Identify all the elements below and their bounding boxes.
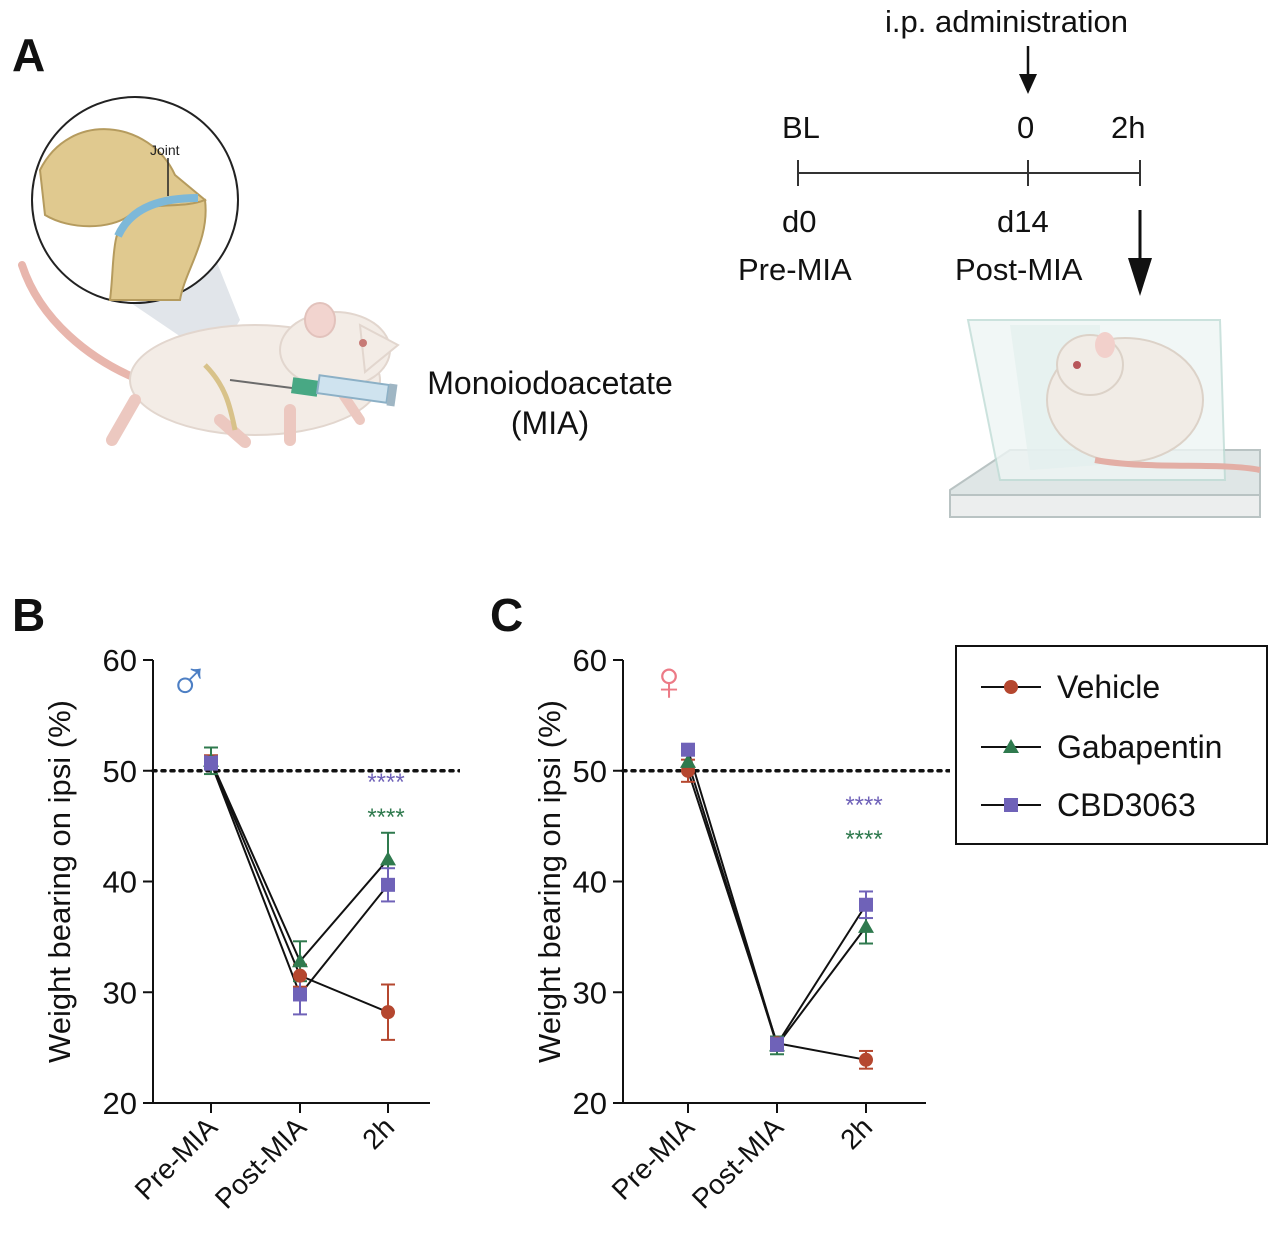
data-point-cbd3063 [293, 987, 307, 1002]
timeline-phase-pre: Pre-MIA [738, 252, 852, 287]
legend-item-cbd3063: CBD3063 [957, 785, 1266, 825]
y-tick-label-b: 60 [103, 643, 137, 678]
legend: Vehicle Gabapentin CBD3063 [955, 645, 1268, 845]
y-tick-label-c: 60 [573, 643, 607, 678]
data-point-gabapentin [292, 953, 308, 968]
legend-label-cbd3063: CBD3063 [1057, 787, 1196, 823]
legend-label-gabapentin: Gabapentin [1057, 729, 1223, 765]
significance-mark-cbd3063: **** [845, 792, 882, 819]
x-tick-label-c: 2h [834, 1111, 878, 1155]
y-tick-label-b: 20 [103, 1086, 137, 1121]
data-point-cbd3063 [681, 742, 695, 757]
panel-label-a: A [12, 29, 46, 81]
injection-label: Monoiodoacetate (MIA) [400, 363, 700, 443]
data-point-cbd3063 [770, 1037, 784, 1052]
series-line-cbd3063 [687, 749, 867, 1047]
injection-label-line2: (MIA) [510, 405, 590, 441]
data-point-cbd3063 [204, 755, 218, 770]
legend-marker-gabapentin [981, 739, 1041, 753]
y-tick-label-b: 30 [103, 975, 137, 1010]
timeline-day-d14: d14 [997, 204, 1049, 239]
x-tick-label-c: Post-MIA [686, 1111, 790, 1215]
significance-mark-cbd3063: **** [367, 769, 404, 796]
panel-label-b: B [12, 589, 46, 641]
y-tick-label-c: 20 [573, 1086, 607, 1121]
x-tick-label-b: 2h [356, 1111, 400, 1155]
timeline-label-0: 0 [1017, 110, 1035, 145]
series-line-gabapentin [210, 760, 389, 964]
data-point-vehicle [293, 968, 307, 983]
y-axis-label-b: Weight bearing on ipsi (%) [42, 700, 77, 1063]
female-symbol-icon: ♀ [648, 649, 690, 712]
significance-mark-gabapentin: **** [367, 804, 404, 831]
legend-marker-vehicle [981, 680, 1041, 694]
male-symbol-icon: ♂ [168, 649, 210, 712]
injection-label-line1: Monoiodoacetate [427, 365, 673, 401]
significance-mark-gabapentin: **** [845, 826, 882, 853]
legend-label-vehicle: Vehicle [1057, 669, 1161, 705]
y-tick-label-c: 50 [573, 754, 607, 789]
legend-marker-cbd3063 [981, 798, 1041, 812]
series-line-vehicle [687, 770, 867, 1061]
panel-label-c: C [490, 589, 524, 641]
x-tick-label-b: Post-MIA [209, 1111, 313, 1215]
legend-item-gabapentin: Gabapentin [957, 727, 1266, 767]
series-line-gabapentin [687, 761, 867, 1048]
y-tick-label-c: 30 [573, 975, 607, 1010]
timeline-phase-post: Post-MIA [955, 252, 1083, 287]
y-axis-label-c: Weight bearing on ipsi (%) [532, 700, 567, 1063]
timeline-day-d0: d0 [782, 204, 817, 239]
data-point-cbd3063 [381, 877, 395, 892]
y-tick-label-b: 50 [103, 754, 137, 789]
data-point-gabapentin [858, 918, 874, 933]
y-tick-label-c: 40 [573, 865, 607, 900]
data-point-vehicle [859, 1052, 873, 1067]
mia-injection-illustration: Joint [18, 96, 400, 448]
data-point-gabapentin [680, 753, 696, 768]
timeline-label-bl: BL [782, 110, 820, 145]
legend-item-vehicle: Vehicle [957, 667, 1266, 707]
data-point-cbd3063 [859, 897, 873, 912]
data-point-vehicle [381, 1005, 395, 1020]
joint-label: Joint [150, 142, 180, 158]
timeline-admin-label: i.p. administration [885, 4, 1128, 39]
data-point-gabapentin [380, 851, 396, 866]
y-tick-label-b: 40 [103, 865, 137, 900]
timeline-graphic [797, 46, 1261, 518]
timeline-label-2h: 2h [1111, 110, 1146, 145]
